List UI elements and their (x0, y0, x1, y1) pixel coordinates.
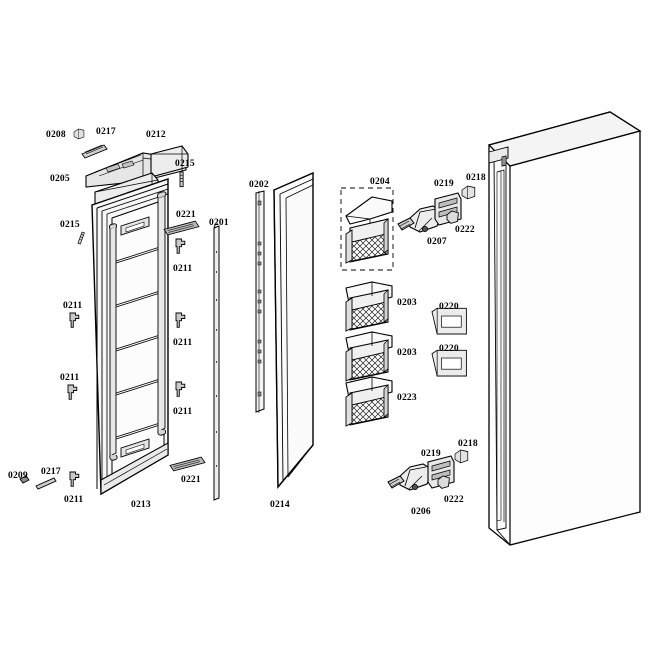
part-0211-clip-r1 (175, 238, 186, 254)
part-label-0208: 0208 (46, 130, 66, 140)
part-0223-shelf-bottom (345, 376, 393, 427)
part-0211-clip-l2 (67, 384, 78, 400)
hinge-upper-assembly (397, 185, 476, 233)
part-label-0220_a: 0220 (439, 302, 459, 312)
part-label-0218_bot: 0218 (458, 439, 478, 449)
part-label-0214: 0214 (270, 500, 290, 510)
part-label-0203_a: 0203 (397, 298, 417, 308)
shelves-group (340, 187, 467, 427)
part-label-0212: 0212 (146, 130, 166, 140)
group-outline-0204 (340, 187, 394, 271)
hinge-lower-assembly (387, 449, 469, 491)
part-0215-pin-left (77, 231, 85, 245)
part-label-0215_left: 0215 (60, 220, 80, 230)
part-label-0219_top: 0219 (434, 179, 454, 189)
part-label-0221_low: 0221 (181, 475, 201, 485)
part-label-0209: 0209 (8, 471, 28, 481)
part-0208-cap (73, 128, 85, 140)
part-label-0211_r3: 0211 (173, 407, 193, 417)
part-0215-pin-top (179, 171, 184, 188)
part-label-0211_l2: 0211 (60, 373, 80, 383)
part-label-0213: 0213 (131, 500, 151, 510)
part-0213-outer-door-panel (91, 178, 169, 496)
part-label-0222_top: 0222 (455, 225, 475, 235)
part-0203-shelf-b (345, 331, 393, 382)
part-0221-bracket-lower (169, 456, 206, 472)
part-0203-shelf-a (345, 281, 393, 332)
part-0209-plug (19, 475, 30, 484)
part-0201-rail-long (213, 223, 220, 501)
part-0218-cap-bottom (454, 449, 469, 464)
part-label-0205: 0205 (50, 174, 70, 184)
part-0211-clip-r2 (175, 312, 186, 328)
part-label-0201: 0201 (209, 218, 229, 228)
part-0212-handle-trim (94, 145, 189, 206)
part-label-0223: 0223 (397, 393, 417, 403)
part-label-0211_r2: 0211 (173, 338, 193, 348)
outer-door-assembly (19, 128, 220, 501)
cabinet-body (487, 111, 642, 546)
part-0211-clip-r3 (175, 381, 186, 397)
part-label-0211_l1: 0211 (63, 301, 83, 311)
part-label-0217_bot: 0217 (41, 467, 61, 477)
part-0211-clip-bot (69, 471, 80, 487)
part-label-0203_b: 0203 (397, 348, 417, 358)
part-0211-clip-l1 (69, 312, 80, 328)
part-0202-rail-slotted (255, 190, 265, 413)
part-label-0202: 0202 (249, 180, 269, 190)
part-label-0211_r1: 0211 (173, 264, 193, 274)
part-0204-shelf-covered (345, 196, 393, 264)
part-0214-inner-door-panel (273, 171, 314, 489)
part-0206-hinge-lower (387, 463, 434, 491)
part-label-0218_top: 0218 (466, 173, 486, 183)
part-label-0219_bot: 0219 (421, 449, 441, 459)
part-0218-cap-top (461, 185, 476, 200)
part-label-0206: 0206 (411, 507, 431, 517)
part-label-0207: 0207 (427, 237, 447, 247)
part-label-0211_bot: 0211 (64, 495, 84, 505)
part-label-0222_bot: 0222 (444, 495, 464, 505)
part-label-0215_top: 0215 (175, 159, 195, 169)
part-0217-screw-top (81, 144, 108, 159)
part-0217-screw-bottom (35, 477, 57, 490)
part-label-0204: 0204 (370, 177, 390, 187)
part-0221-bracket-upper (163, 220, 200, 236)
part-label-0217_top: 0217 (96, 127, 116, 137)
part-label-0220_b: 0220 (439, 344, 459, 354)
part-label-0221_up: 0221 (176, 210, 196, 220)
